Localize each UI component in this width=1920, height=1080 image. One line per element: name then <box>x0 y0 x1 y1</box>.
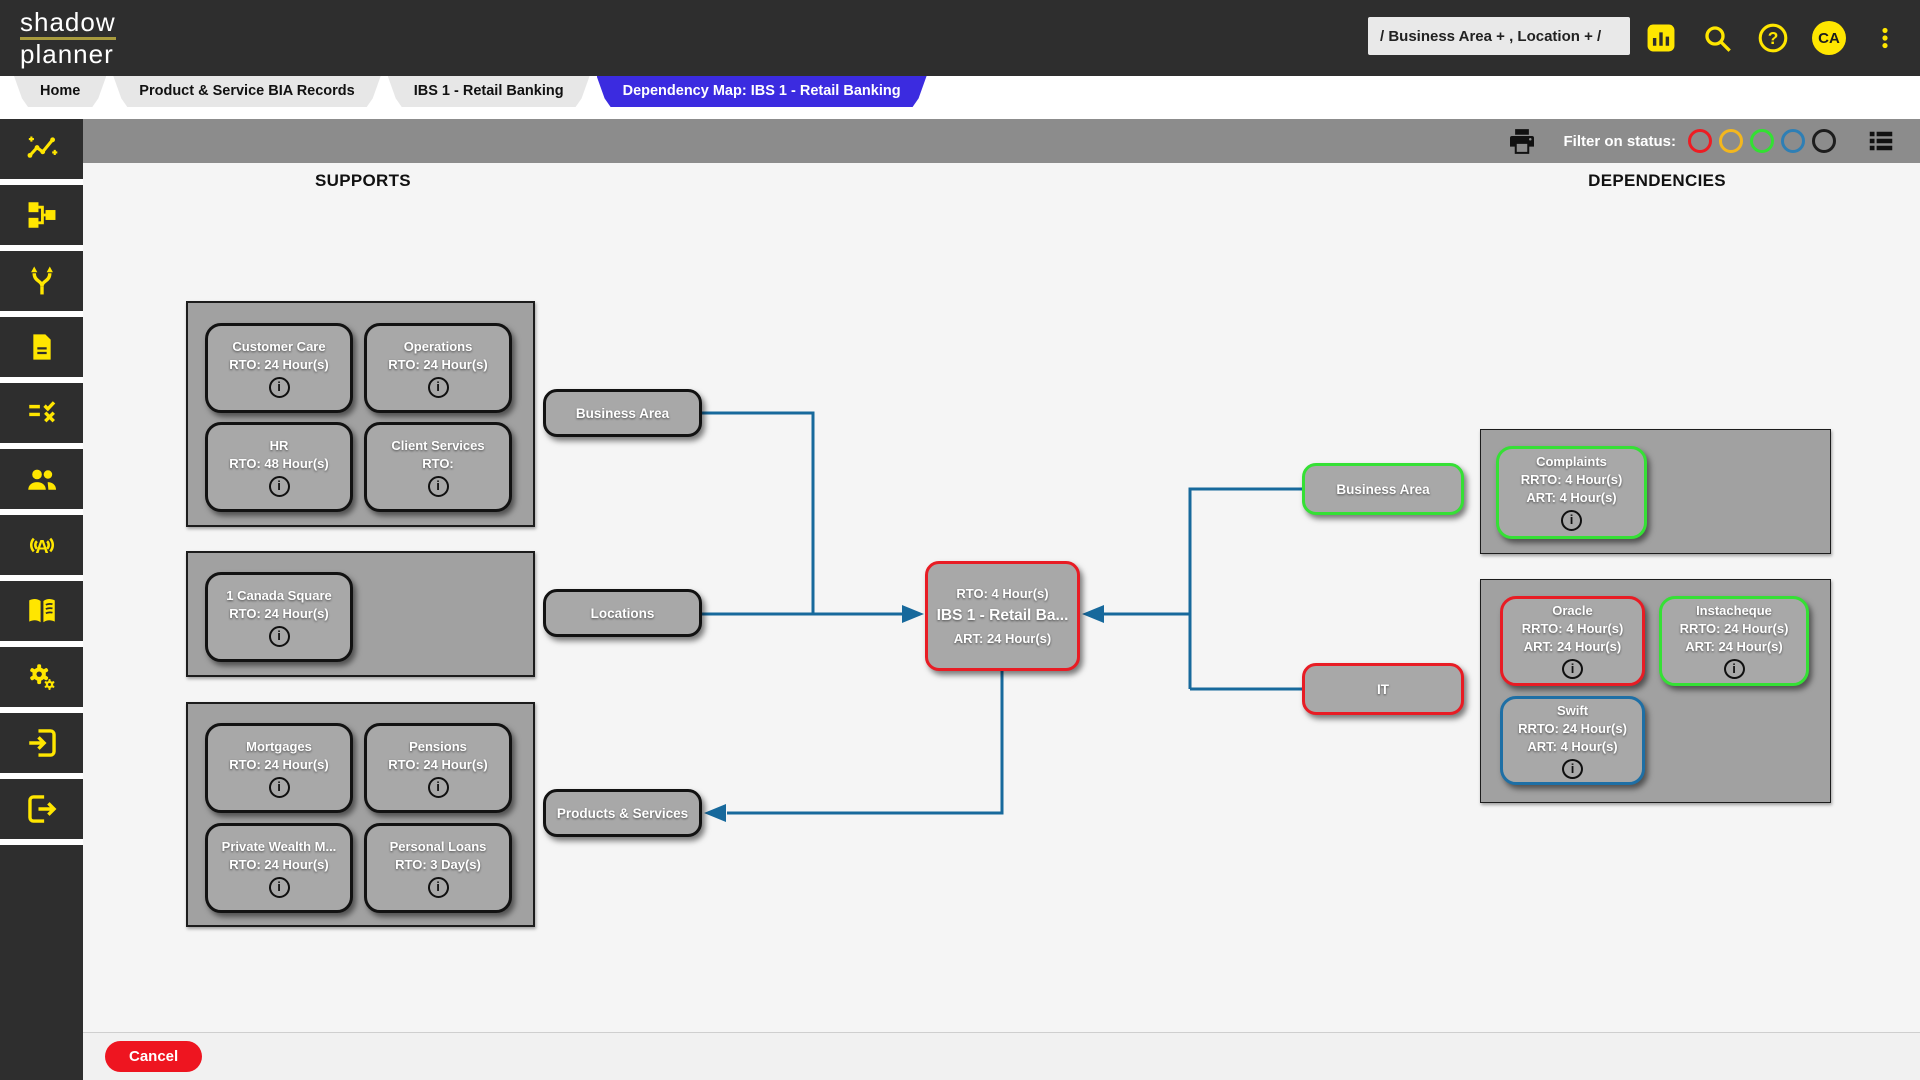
node-pensions[interactable]: Pensions RTO: 24 Hour(s) i <box>364 723 512 813</box>
info-icon[interactable]: i <box>427 475 449 497</box>
org-chart-icon <box>28 202 55 228</box>
logo-line1: shadow <box>20 8 116 40</box>
status-filter-black[interactable] <box>1812 129 1836 153</box>
node-operations[interactable]: Operations RTO: 24 Hour(s) i <box>364 323 512 413</box>
kebab-menu-icon[interactable] <box>1868 21 1902 55</box>
info-icon[interactable]: i <box>1562 659 1583 679</box>
settings-icon <box>29 664 54 690</box>
map-toolbar: Filter on status: <box>83 119 1920 163</box>
info-icon[interactable]: i <box>1723 659 1745 679</box>
sidebar-nav: A <box>0 119 83 1080</box>
user-avatar[interactable]: CA <box>1812 21 1846 55</box>
status-filter-red[interactable] <box>1688 129 1712 153</box>
logo-line2: planner <box>20 39 114 69</box>
info-icon[interactable]: i <box>268 776 290 798</box>
svg-text:A: A <box>35 536 48 557</box>
node-personal-loans[interactable]: Personal Loans RTO: 3 Day(s) i <box>364 823 512 913</box>
app-logo: shadow planner <box>20 8 116 68</box>
node-oracle[interactable]: Oracle RRTO: 4 Hour(s) ART: 24 Hour(s) i <box>1500 596 1645 686</box>
node-customer-care[interactable]: Customer Care RTO: 24 Hour(s) i <box>205 323 353 413</box>
book-icon <box>28 599 55 623</box>
category-it[interactable]: IT <box>1302 663 1464 715</box>
breadcrumb-bia-records[interactable]: Product & Service BIA Records <box>113 76 380 107</box>
sidebar-item-documents[interactable] <box>0 317 83 377</box>
info-icon[interactable]: i <box>427 876 449 898</box>
status-filter-amber[interactable] <box>1719 129 1743 153</box>
broadcast-icon: A <box>29 536 54 557</box>
filter-status-label: Filter on status: <box>1563 132 1676 150</box>
breadcrumb-dependency-map[interactable]: Dependency Map: IBS 1 - Retail Banking <box>597 76 927 107</box>
node-hr[interactable]: HR RTO: 48 Hour(s) i <box>205 422 353 512</box>
help-icon[interactable]: ? <box>1756 21 1790 55</box>
sidebar-item-insights[interactable] <box>0 119 83 179</box>
status-filter-green[interactable] <box>1750 129 1774 153</box>
app-header: shadow planner ? CA <box>0 0 1920 76</box>
checklist-icon <box>28 401 55 423</box>
sidebar-item-checklist[interactable] <box>0 383 83 443</box>
login-icon <box>28 729 56 757</box>
svg-text:?: ? <box>1768 28 1779 48</box>
document-icon <box>32 334 51 360</box>
info-icon[interactable]: i <box>1561 510 1582 531</box>
list-view-icon[interactable] <box>1866 126 1896 156</box>
info-icon[interactable]: i <box>268 376 290 398</box>
node-mortgages[interactable]: Mortgages RTO: 24 Hour(s) i <box>205 723 353 813</box>
sidebar-item-settings[interactable] <box>0 647 83 707</box>
reports-chart-icon[interactable] <box>1644 21 1678 55</box>
sidebar-item-branch[interactable] <box>0 251 83 311</box>
breadcrumb-home[interactable]: Home <box>14 76 106 107</box>
sidebar-item-broadcast[interactable]: A <box>0 515 83 575</box>
footer-bar: Cancel <box>83 1032 1920 1080</box>
breadcrumb: Home Product & Service BIA Records IBS 1… <box>0 76 1920 119</box>
info-icon[interactable]: i <box>427 376 449 398</box>
sidebar-item-logout[interactable] <box>0 779 83 839</box>
category-business-area-right[interactable]: Business Area <box>1302 463 1464 515</box>
node-ibs1-retail-banking[interactable]: RTO: 4 Hour(s) IBS 1 - Retail Ba... ART:… <box>925 561 1080 671</box>
sidebar-item-org-chart[interactable] <box>0 185 83 245</box>
info-icon[interactable]: i <box>427 776 449 798</box>
people-icon <box>27 469 56 490</box>
dependencies-header: DEPENDENCIES <box>1588 171 1726 190</box>
node-1-canada-square[interactable]: 1 Canada Square RTO: 24 Hour(s) i <box>205 572 353 662</box>
cancel-button[interactable]: Cancel <box>105 1041 203 1072</box>
dependency-map-canvas[interactable]: SUPPORTS DEPENDENCIES Customer Care RTO:… <box>83 163 1920 1032</box>
insights-icon <box>27 136 57 158</box>
search-input[interactable] <box>1368 17 1630 55</box>
branch-icon <box>30 266 53 295</box>
category-locations[interactable]: Locations <box>543 589 702 637</box>
node-client-services[interactable]: Client Services RTO: i <box>364 422 512 512</box>
info-icon[interactable]: i <box>1562 758 1583 779</box>
node-private-wealth[interactable]: Private Wealth M... RTO: 24 Hour(s) i <box>205 823 353 913</box>
logout-icon <box>27 795 56 823</box>
sidebar-item-people[interactable] <box>0 449 83 509</box>
sidebar-item-login[interactable] <box>0 713 83 773</box>
info-icon[interactable]: i <box>268 876 290 898</box>
info-icon[interactable]: i <box>268 475 290 497</box>
supports-header: SUPPORTS <box>315 171 411 190</box>
info-icon[interactable]: i <box>268 625 290 647</box>
print-icon[interactable] <box>1507 126 1537 156</box>
sidebar-filler <box>0 845 83 1080</box>
sidebar-item-library[interactable] <box>0 581 83 641</box>
node-swift[interactable]: Swift RRTO: 24 Hour(s) ART: 4 Hour(s) i <box>1500 696 1645 785</box>
breadcrumb-ibs1[interactable]: IBS 1 - Retail Banking <box>388 76 590 107</box>
category-business-area-left[interactable]: Business Area <box>543 389 702 437</box>
search-icon[interactable] <box>1700 21 1734 55</box>
category-products-services[interactable]: Products & Services <box>543 789 702 837</box>
node-complaints[interactable]: Complaints RRTO: 4 Hour(s) ART: 4 Hour(s… <box>1496 446 1647 539</box>
node-instacheque[interactable]: Instacheque RRTO: 24 Hour(s) ART: 24 Hou… <box>1659 596 1809 686</box>
status-filter-blue[interactable] <box>1781 129 1805 153</box>
